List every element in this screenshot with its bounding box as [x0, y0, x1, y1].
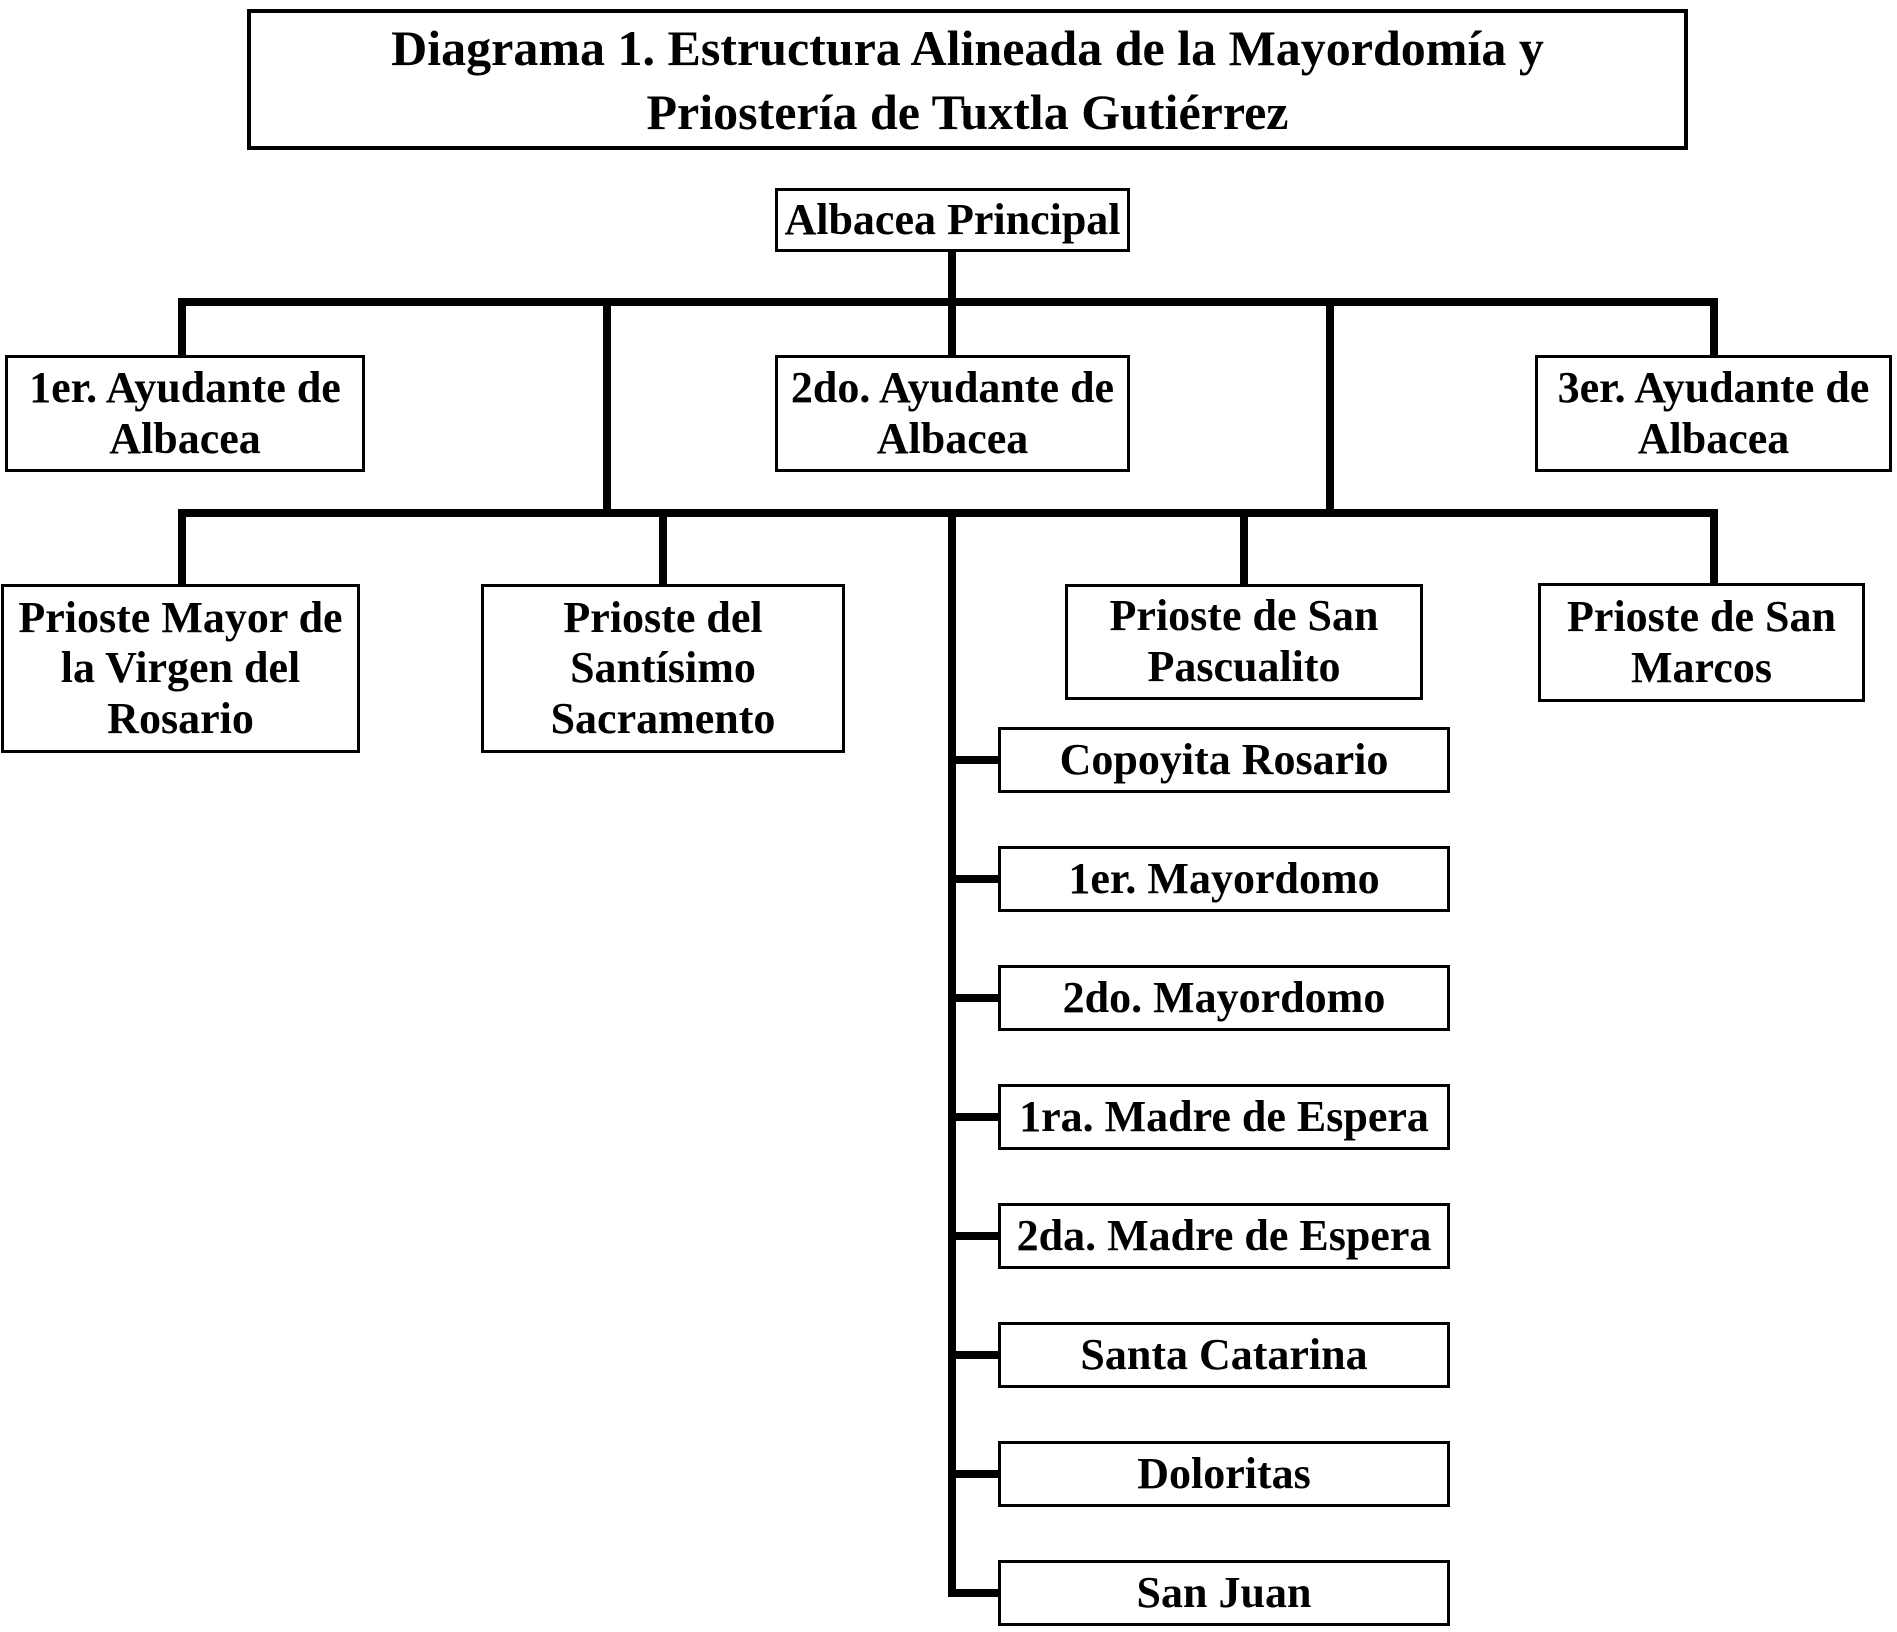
node-copoyita-rosario-label: Copoyita Rosario: [1059, 734, 1389, 784]
node-prioste-marcos-label: Prioste de San Marcos: [1567, 591, 1836, 692]
node-1er-ayudante-label: 1er. Ayudante de Albacea: [29, 362, 341, 463]
connector-stub-doloritas: [956, 1470, 998, 1478]
connector-stub-san-juan: [956, 1589, 998, 1597]
node-2do-ayudante-label: 2do. Ayudante de Albacea: [790, 362, 1115, 463]
connector-stub-2da-madre: [956, 1232, 998, 1240]
connector-drop-prioste-marcos: [1710, 517, 1718, 583]
node-santa-catarina: Santa Catarina: [998, 1322, 1450, 1388]
node-prioste-san-pascualito: Prioste de San Pascualito: [1065, 584, 1423, 700]
node-prioste-santisimo-sacramento: Prioste del Santísimo Sacramento: [481, 584, 845, 753]
node-san-juan-label: San Juan: [1136, 1567, 1312, 1617]
connector-drop-ayudante1: [178, 306, 186, 355]
diagram-title-box: Diagrama 1. Estructura Alineada de la Ma…: [247, 9, 1688, 150]
node-copoyita-rosario: Copoyita Rosario: [998, 727, 1450, 793]
connector-row1: [178, 298, 1718, 306]
node-1ra-madre-de-espera: 1ra. Madre de Espera: [998, 1084, 1450, 1150]
node-prioste-mayor-virgen-del-rosario: Prioste Mayor de la Virgen del Rosario: [1, 584, 360, 753]
connector-row2: [178, 509, 1718, 517]
connector-drop-prioste-santisimo: [659, 517, 667, 584]
diagram-title: Diagrama 1. Estructura Alineada de la Ma…: [391, 19, 1544, 140]
node-2da-madre-label: 2da. Madre de Espera: [1016, 1210, 1432, 1260]
connector-stub-1ra-madre: [956, 1113, 998, 1121]
node-1er-ayudante-de-albacea: 1er. Ayudante de Albacea: [5, 355, 365, 472]
connector-stub-santa-catarina: [956, 1351, 998, 1359]
node-2do-mayordomo: 2do. Mayordomo: [998, 965, 1450, 1031]
node-prioste-pascualito-label: Prioste de San Pascualito: [1109, 591, 1379, 691]
connector-drop-ayudante2: [948, 306, 956, 355]
node-prioste-san-marcos: Prioste de San Marcos: [1538, 583, 1865, 702]
node-san-juan: San Juan: [998, 1560, 1450, 1626]
node-albacea-principal: Albacea Principal: [775, 188, 1130, 252]
node-2do-mayordomo-label: 2do. Mayordomo: [1062, 972, 1386, 1022]
connector-trunk: [948, 517, 956, 1597]
node-1er-mayordomo: 1er. Mayordomo: [998, 846, 1450, 912]
connector-drop-prioste-pascualito: [1240, 517, 1248, 584]
node-albacea-principal-label: Albacea Principal: [784, 194, 1121, 244]
connector-stub-1er-mayordomo: [956, 875, 998, 883]
node-doloritas: Doloritas: [998, 1441, 1450, 1507]
node-2do-ayudante-de-albacea: 2do. Ayudante de Albacea: [775, 355, 1130, 472]
connector-root-drop: [948, 250, 956, 306]
node-1ra-madre-label: 1ra. Madre de Espera: [1019, 1091, 1429, 1141]
connector-drop-prioste-mayor: [178, 517, 186, 584]
connector-drop-ayudante3: [1710, 306, 1718, 355]
node-2da-madre-de-espera: 2da. Madre de Espera: [998, 1203, 1450, 1269]
connector-passthrough-left: [603, 306, 611, 509]
node-prioste-santisimo-label: Prioste del Santísimo Sacramento: [550, 592, 776, 743]
connector-stub-2do-mayordomo: [956, 994, 998, 1002]
node-santa-catarina-label: Santa Catarina: [1080, 1329, 1368, 1379]
node-1er-mayordomo-label: 1er. Mayordomo: [1068, 853, 1380, 903]
connector-stub-copoyita: [956, 756, 998, 764]
node-3er-ayudante-label: 3er. Ayudante de Albacea: [1557, 362, 1870, 463]
node-3er-ayudante-de-albacea: 3er. Ayudante de Albacea: [1535, 355, 1892, 472]
node-doloritas-label: Doloritas: [1137, 1448, 1311, 1498]
connector-passthrough-right: [1326, 306, 1334, 509]
node-prioste-mayor-label: Prioste Mayor de la Virgen del Rosario: [18, 592, 343, 743]
